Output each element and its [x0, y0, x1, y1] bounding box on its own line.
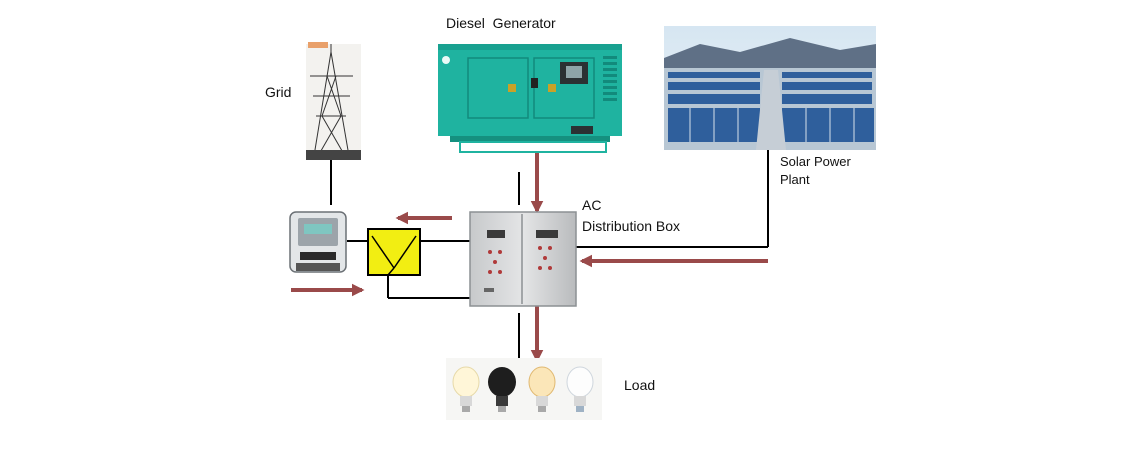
- bulb-color-icon: [528, 366, 556, 412]
- transmission-tower-icon: [306, 42, 361, 160]
- diesel-generator-label: Diesel Generator: [446, 15, 556, 31]
- wires: [330, 150, 769, 358]
- ac-label-line2: Distribution Box: [582, 218, 681, 234]
- bulb-warm-white-icon: [452, 366, 480, 412]
- light-bulbs-icon: [446, 358, 602, 420]
- changeover-switch-icon: [367, 228, 421, 276]
- grid-label: Grid: [265, 84, 292, 100]
- bulb-black-icon: [488, 367, 516, 412]
- solar-label-line2: Plant: [780, 172, 810, 187]
- load-label: Load: [624, 377, 656, 393]
- flow-arrows: [291, 143, 768, 363]
- distribution-box-icon: [469, 211, 577, 307]
- energy-meter-icon: [289, 211, 347, 273]
- diesel-generator-icon: [438, 44, 622, 153]
- solar-panels-icon: [664, 26, 876, 150]
- bulb-cool-white-icon: [566, 366, 594, 412]
- solar-label-line1: Solar Power: [780, 154, 851, 169]
- ac-label-line1: AC: [582, 197, 602, 213]
